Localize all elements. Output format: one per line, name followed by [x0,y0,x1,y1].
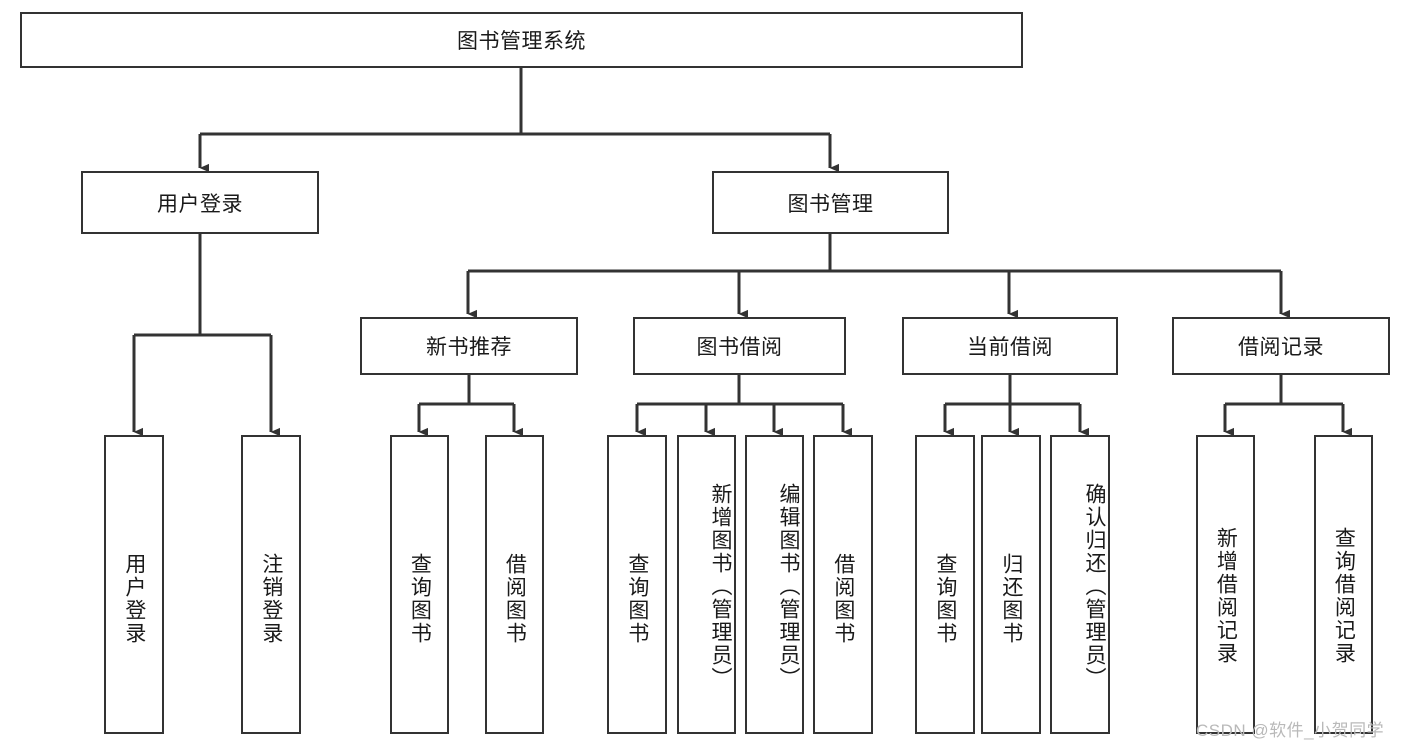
node-new-book-rec-label: 新书推荐 [426,336,512,359]
node-leaf-confirm-return[interactable]: 确认归还（管理员） [1050,435,1110,734]
node-book-borrow[interactable]: 图书借阅 [633,317,846,375]
node-borrow-record-label: 借阅记录 [1238,336,1324,359]
node-leaf-add-book-label: 新增图书（管理员） [709,483,732,690]
node-current-borrow[interactable]: 当前借阅 [902,317,1118,375]
edge-book-manage-branch [466,234,1291,319]
edge-root-bus [198,68,840,173]
node-leaf-borrow-book-1-label: 借阅图书 [503,552,527,645]
node-leaf-return-book[interactable]: 归还图书 [981,435,1041,734]
node-user-login-label: 用户登录 [157,192,243,216]
node-leaf-user-logout[interactable]: 注销登录 [241,435,301,734]
node-leaf-borrow-book-2-label: 借阅图书 [831,552,855,645]
node-leaf-add-book[interactable]: 新增图书（管理员） [677,435,736,734]
node-book-borrow-label: 图书借阅 [696,336,783,359]
csdn-watermark-text: CSDN @软件_小贺同学 [1196,721,1385,740]
node-leaf-confirm-return-label: 确认归还（管理员） [1083,483,1106,690]
node-root[interactable]: 图书管理系统 [20,12,1023,68]
node-new-book-rec[interactable]: 新书推荐 [360,317,578,375]
node-leaf-borrow-book-2[interactable]: 借阅图书 [813,435,873,734]
node-leaf-query-book-1[interactable]: 查询图书 [390,435,449,734]
edge-book-borrow-branch [635,375,853,437]
node-leaf-query-record[interactable]: 查询借阅记录 [1314,435,1373,734]
node-leaf-query-book-3-label: 查询图书 [933,552,957,645]
node-leaf-borrow-book-1[interactable]: 借阅图书 [485,435,544,734]
node-leaf-edit-book-label: 编辑图书（管理员） [777,483,800,690]
node-leaf-add-record[interactable]: 新增借阅记录 [1196,435,1255,734]
node-leaf-query-book-2[interactable]: 查询图书 [607,435,667,734]
edge-borrow-record-branch [1223,375,1353,437]
edge-user-login-branch [132,234,281,437]
node-leaf-user-logout-label: 注销登录 [259,552,283,645]
edge-current-borrow-branch [943,375,1090,437]
node-borrow-record[interactable]: 借阅记录 [1172,317,1390,375]
node-leaf-edit-book[interactable]: 编辑图书（管理员） [745,435,804,734]
node-user-login[interactable]: 用户登录 [81,171,319,234]
node-leaf-query-record-label: 查询借阅记录 [1332,526,1356,665]
node-leaf-add-record-label: 新增借阅记录 [1214,526,1238,665]
node-book-manage[interactable]: 图书管理 [712,171,949,234]
node-leaf-user-login[interactable]: 用户登录 [104,435,164,734]
node-book-manage-label: 图书管理 [787,192,874,216]
csdn-watermark: CSDN @软件_小贺同学 [1196,716,1384,741]
node-root-label: 图书管理系统 [457,30,586,53]
node-leaf-return-book-label: 归还图书 [999,552,1023,645]
node-leaf-query-book-2-label: 查询图书 [625,552,649,645]
edge-new-book-rec-branch [417,375,524,437]
node-leaf-query-book-3[interactable]: 查询图书 [915,435,975,734]
node-current-borrow-label: 当前借阅 [967,336,1053,359]
node-leaf-query-book-1-label: 查询图书 [408,552,432,645]
node-leaf-user-login-label: 用户登录 [122,552,146,645]
